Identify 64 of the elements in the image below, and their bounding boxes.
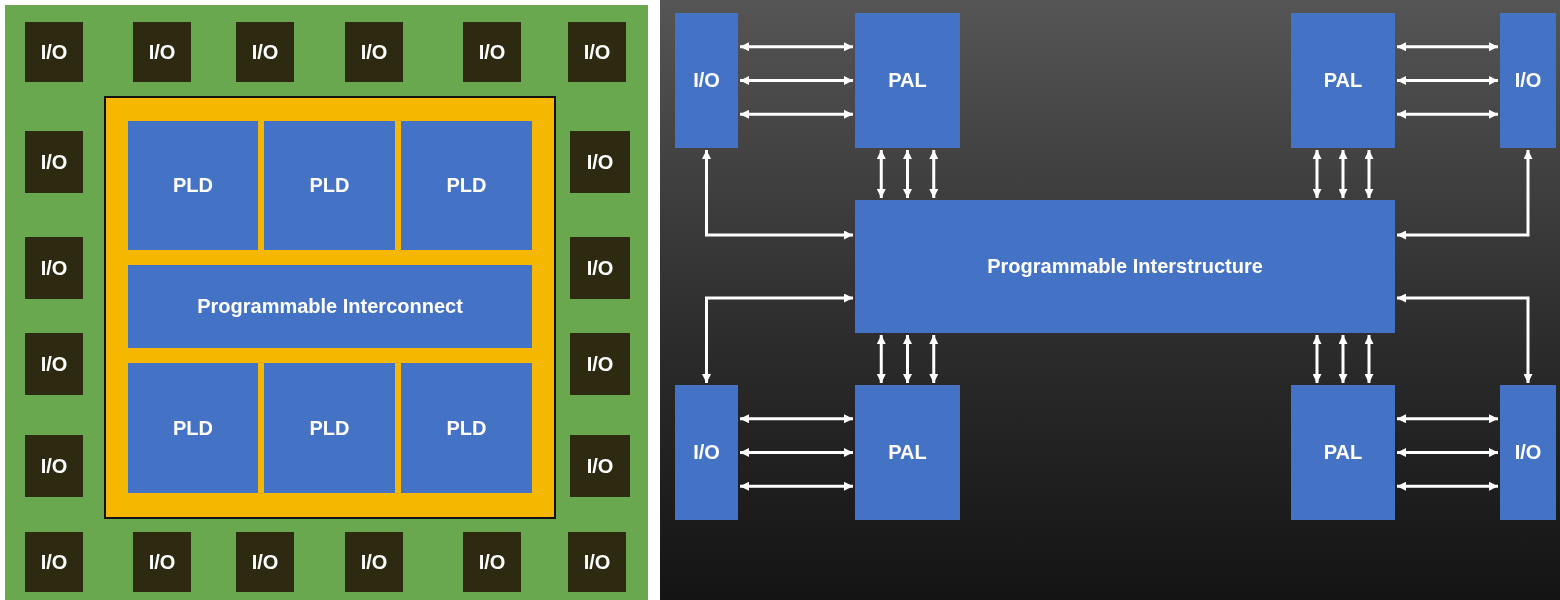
io-pad: I/O (345, 22, 403, 82)
io-pad: I/O (570, 435, 630, 497)
io-pad: I/O (463, 22, 521, 82)
arrow (1338, 150, 1348, 198)
logic-block: PAL (855, 385, 960, 520)
arrow (903, 150, 912, 198)
logic-block: Programmable Interstructure (855, 200, 1395, 333)
logic-block: PAL (1291, 13, 1395, 148)
logic-block: PLD (264, 121, 395, 250)
logic-block: PLD (128, 121, 258, 250)
arrow (1397, 448, 1498, 457)
arrow (740, 42, 853, 52)
io-pad: I/O (133, 532, 191, 592)
logic-block: I/O (675, 385, 738, 520)
arrow (903, 335, 912, 383)
io-pad: I/O (236, 22, 294, 82)
io-pad: I/O (568, 22, 626, 82)
io-pad: I/O (463, 532, 521, 592)
arrow (1338, 335, 1348, 383)
arrow (740, 448, 853, 457)
io-pad: I/O (25, 435, 83, 497)
io-pad: I/O (25, 333, 83, 395)
io-pad: I/O (570, 131, 630, 193)
arrow (1397, 42, 1498, 52)
arrow (1397, 109, 1498, 119)
arrow (740, 481, 853, 491)
arrow (1364, 335, 1374, 383)
io-pad: I/O (133, 22, 191, 82)
arrow (1364, 150, 1374, 198)
logic-block: I/O (1500, 385, 1556, 520)
arrow (740, 109, 853, 119)
arrow (1312, 150, 1322, 198)
arrow (1397, 76, 1498, 85)
arrow (1397, 293, 1533, 383)
logic-block: PAL (1291, 385, 1395, 520)
io-pad: I/O (25, 532, 83, 592)
logic-block: PLD (128, 363, 258, 493)
arrow (1312, 335, 1322, 383)
logic-block: I/O (1500, 13, 1556, 148)
logic-block: PLD (401, 121, 532, 250)
arrow (702, 293, 853, 383)
arrow (702, 150, 853, 240)
arrow (1397, 481, 1498, 491)
logic-block: PLD (264, 363, 395, 493)
io-pad: I/O (570, 333, 630, 395)
io-pad: I/O (345, 532, 403, 592)
arrow (929, 150, 939, 198)
logic-block: PAL (855, 13, 960, 148)
arrow (876, 150, 886, 198)
io-pad: I/O (570, 237, 630, 299)
arrow (1397, 150, 1533, 240)
logic-block: I/O (675, 13, 738, 148)
arrow (1397, 414, 1498, 424)
io-pad: I/O (568, 532, 626, 592)
io-pad: I/O (25, 22, 83, 82)
io-pad: I/O (25, 237, 83, 299)
arrow (929, 335, 939, 383)
arrow (740, 76, 853, 85)
arrow (876, 335, 886, 383)
logic-block: Programmable Interconnect (128, 265, 532, 348)
logic-block: PLD (401, 363, 532, 493)
io-pad: I/O (25, 131, 83, 193)
io-pad: I/O (236, 532, 294, 592)
arrow (740, 414, 853, 424)
